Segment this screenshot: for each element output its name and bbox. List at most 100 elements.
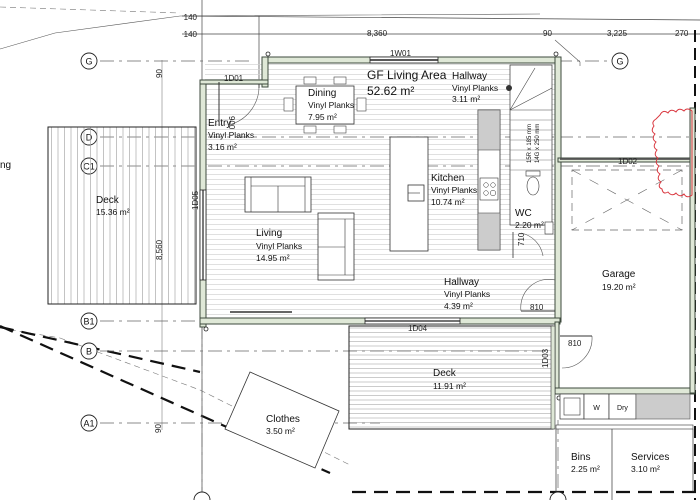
svg-text:3.10 m²: 3.10 m² [631,464,660,474]
room-wc: WC 2.20 m² [515,208,544,230]
svg-text:Deck: Deck [96,195,120,206]
toilet-icon [525,170,541,196]
svg-text:WC: WC [515,208,532,219]
svg-text:90: 90 [155,69,164,78]
svg-text:GF Living Area: GF Living Area [367,68,447,82]
grid-bubble-b1: B1 [80,312,98,330]
stair-riser-note: 15R x 185 mm [527,124,533,163]
room-gf-living-area: GF Living Area 52.62 m² [367,68,447,98]
offpage-label-fragment: ng [0,160,11,171]
svg-text:2.20 m²: 2.20 m² [515,220,544,230]
svg-text:810: 810 [568,339,582,348]
door-tags: 1D01 1D02 1D03 1D04 1D05 1W01 [191,49,638,368]
svg-text:900: 900 [227,116,236,130]
svg-text:710: 710 [517,232,526,246]
svg-text:810: 810 [530,303,544,312]
svg-text:140: 140 [184,30,198,39]
svg-text:15.36 m²: 15.36 m² [96,207,130,217]
svg-text:7.95 m²: 7.95 m² [308,112,337,122]
svg-text:2.25 m²: 2.25 m² [571,464,600,474]
kitchen-bench [477,109,501,251]
room-entry: Entry Vinyl Planks 3.16 m² [208,118,254,152]
svg-text:Kitchen: Kitchen [431,173,464,184]
svg-text:8,360: 8,360 [367,29,388,38]
svg-text:Garage: Garage [602,269,636,280]
svg-text:Vinyl Planks: Vinyl Planks [431,185,477,195]
svg-text:A1: A1 [83,419,94,429]
grid-bubble-bottom [193,491,211,500]
svg-text:3.11 m²: 3.11 m² [452,94,480,104]
svg-text:1D03: 1D03 [541,348,550,368]
staircase: 15R x 185 mm 14G x 250 mm [506,64,553,226]
svg-text:3.50 m²: 3.50 m² [266,426,295,436]
svg-text:1D04: 1D04 [408,324,428,333]
svg-text:19.20 m²: 19.20 m² [602,282,636,292]
stair-going-note: 14G x 250 mm [535,124,541,163]
svg-text:270: 270 [675,29,689,38]
kitchen-island [389,136,429,252]
svg-text:G: G [616,57,623,67]
room-kitchen: Kitchen Vinyl Planks 10.74 m² [431,173,477,207]
svg-text:1D02: 1D02 [618,157,638,166]
svg-text:G: G [85,57,92,67]
laundry-units: W Dry [559,393,691,420]
room-services: Services 3.10 m² [631,452,669,474]
svg-text:1W01: 1W01 [390,49,411,58]
svg-text:Dining: Dining [308,88,336,99]
svg-text:3,225: 3,225 [607,29,628,38]
clothesline-area [224,371,340,469]
sofa-2-seat [317,212,355,281]
svg-text:11.91 m²: 11.91 m² [433,381,466,391]
svg-text:Vinyl Planks: Vinyl Planks [208,130,254,140]
grid-bubble-a1: A1 [80,414,98,432]
svg-text:1D01: 1D01 [224,74,244,83]
svg-text:Services: Services [631,452,669,463]
grid-bubble-b: B [80,342,98,360]
svg-text:3.16 m²: 3.16 m² [208,142,237,152]
svg-text:B1: B1 [83,317,94,327]
dining-table [283,76,367,134]
room-garage: Garage 19.20 m² [602,269,636,292]
revision-cloud [651,108,693,198]
svg-text:Deck: Deck [433,368,457,379]
svg-text:8,560: 8,560 [155,239,164,260]
svg-text:140: 140 [184,13,198,22]
wc-basin [544,221,554,235]
grid-bubble-g-right: G [611,52,629,70]
svg-text:14.95 m²: 14.95 m² [256,253,290,263]
room-deck-left: Deck 15.36 m² [96,195,130,217]
garage-car-outline [571,169,683,231]
svg-text:Hallway: Hallway [452,71,487,82]
svg-text:90: 90 [154,424,163,433]
svg-text:Vinyl Planks: Vinyl Planks [256,241,302,251]
sofa-3-seat [244,176,312,213]
dryer-label: Dry [617,405,628,412]
room-bins: Bins 2.25 m² [571,452,600,474]
room-hallway-bottom: Hallway Vinyl Planks 4.39 m² [444,277,490,311]
svg-text:Vinyl Planks: Vinyl Planks [308,100,354,110]
entry-door [218,82,260,125]
dimensions: 140 140 8,360 90 3,225 270 90 8,560 90 9… [154,13,689,433]
svg-text:Clothes: Clothes [266,414,300,425]
svg-text:10.74 m²: 10.74 m² [431,197,465,207]
door-swings [512,232,593,369]
svg-text:B: B [86,347,92,357]
svg-text:Living: Living [256,228,282,239]
svg-text:Vinyl Planks: Vinyl Planks [444,289,490,299]
washer-label: W [593,405,600,412]
svg-text:90: 90 [543,29,552,38]
svg-text:52.62 m²: 52.62 m² [367,84,414,98]
svg-text:Bins: Bins [571,452,590,463]
room-clothes: Clothes 3.50 m² [266,414,300,436]
room-living: Living Vinyl Planks 14.95 m² [256,228,302,263]
svg-text:1D05: 1D05 [191,190,200,210]
walls [199,51,696,401]
grid-bubble-bottom-2 [549,491,567,500]
svg-text:Entry: Entry [208,118,231,129]
svg-text:Vinyl Planks: Vinyl Planks [452,83,498,93]
deck-left [47,126,197,305]
room-deck-bottom: Deck 11.91 m² [433,368,466,391]
svg-text:Hallway: Hallway [444,277,479,288]
svg-text:4.39 m²: 4.39 m² [444,301,473,311]
